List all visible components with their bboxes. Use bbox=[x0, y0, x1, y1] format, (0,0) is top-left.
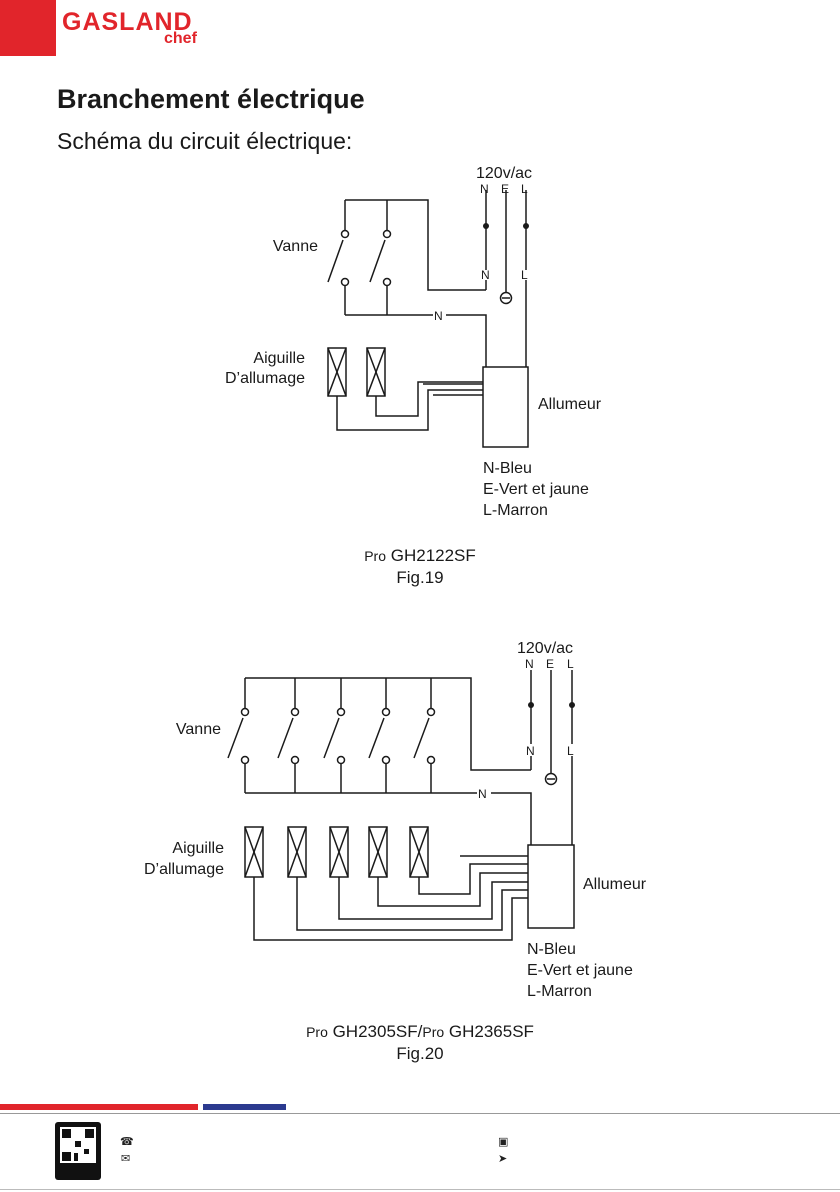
fig20-lower-l: L bbox=[567, 744, 574, 758]
fig20-terminal-e: E bbox=[546, 657, 554, 671]
fig20-needle-label-1: Aiguille bbox=[172, 840, 224, 857]
fig19-caption-model: GH2122SF bbox=[386, 546, 476, 565]
fig19-needle-label-2: D’allumage bbox=[225, 370, 305, 387]
fig19-neutral-label: N bbox=[434, 309, 443, 323]
fig20-neutral-label: N bbox=[478, 787, 487, 801]
fig19-terminal-e: E bbox=[501, 182, 509, 196]
fig19-supply-label: 120v/ac bbox=[476, 165, 532, 182]
fig20-caption-model-2: GH2365SF bbox=[444, 1022, 534, 1041]
fig20-caption-fig: Fig.20 bbox=[396, 1044, 444, 1063]
wiring-diagram-fig20: 120v/ac N E L N L N Vanne Aiguille D’all… bbox=[144, 640, 647, 1000]
fig20-igniter-label: Allumeur bbox=[583, 876, 647, 893]
phone-icon: ☎ bbox=[120, 1136, 134, 1148]
fig20-caption-prefix-1: Pro bbox=[306, 1024, 328, 1040]
fig20-caption-prefix-2: Pro bbox=[422, 1024, 445, 1040]
page-title: Branchement électrique bbox=[57, 84, 365, 114]
fig20-legend-n: N-Bleu bbox=[527, 941, 576, 958]
cart-icon: ▣ bbox=[498, 1136, 509, 1148]
logo-text: GASLAND bbox=[62, 8, 193, 36]
fig20-terminal-n: N bbox=[525, 657, 534, 671]
fig20-needle-label-2: D’allumage bbox=[144, 861, 224, 878]
footer-red-bar bbox=[0, 1104, 198, 1110]
fig19-caption-fig: Fig.19 bbox=[396, 568, 444, 587]
location-arrow-icon: ➤ bbox=[498, 1153, 508, 1165]
fig19-terminal-n: N bbox=[480, 182, 489, 196]
fig20-caption: Pro GH2305SF/Pro GH2365SF Fig.20 bbox=[250, 1021, 590, 1065]
brand-red-corner bbox=[0, 0, 56, 56]
fig19-caption: Pro GH2122SF Fig.19 bbox=[300, 545, 540, 589]
fig19-lower-n: N bbox=[481, 268, 490, 282]
fig19-legend-n: N-Bleu bbox=[483, 460, 532, 477]
fig20-legend-l: L-Marron bbox=[527, 983, 592, 1000]
fig19-igniter-label: Allumeur bbox=[538, 396, 602, 413]
logo-subtext: chef bbox=[164, 30, 197, 47]
page-subtitle: Schéma du circuit électrique: bbox=[57, 128, 353, 154]
qr-code-icon[interactable] bbox=[55, 1122, 101, 1180]
wiring-diagram-fig19: 120v/ac N E L N L N Vanne Aiguille D’all… bbox=[225, 165, 602, 519]
footer-bottom-line bbox=[0, 1189, 840, 1190]
mail-icon: ✉ bbox=[121, 1153, 131, 1165]
fig20-valve-label: Vanne bbox=[176, 721, 221, 738]
fig20-supply-label: 120v/ac bbox=[517, 640, 573, 657]
fig19-valve-label: Vanne bbox=[273, 238, 318, 255]
fig20-caption-model-1: GH2305SF/ bbox=[327, 1022, 423, 1041]
fig20-lower-n: N bbox=[526, 744, 535, 758]
fig19-needle-label-1: Aiguille bbox=[253, 350, 305, 367]
footer-blue-bar bbox=[203, 1104, 286, 1110]
fig20-legend-e: E-Vert et jaune bbox=[527, 962, 633, 979]
fig19-legend-l: L-Marron bbox=[483, 502, 548, 519]
gasland-logo: GASLAND chef bbox=[62, 4, 212, 52]
footer-divider bbox=[0, 1113, 840, 1114]
fig19-caption-prefix: Pro bbox=[364, 548, 387, 564]
fig20-terminal-l: L bbox=[567, 657, 574, 671]
fig19-terminal-l: L bbox=[521, 182, 528, 196]
fig19-legend-e: E-Vert et jaune bbox=[483, 481, 589, 498]
fig19-lower-l: L bbox=[521, 268, 528, 282]
